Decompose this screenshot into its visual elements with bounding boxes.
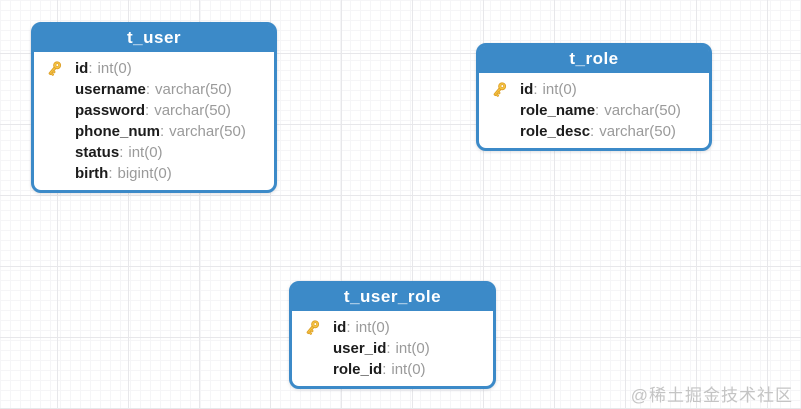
field-name: role_name (520, 102, 596, 119)
field-type: varchar(50) (604, 102, 681, 119)
field-type: int(0) (355, 319, 390, 336)
table-title-t-role[interactable]: t_role (479, 46, 709, 73)
field-type: int(0) (542, 81, 577, 98)
field-name: id (520, 81, 534, 98)
field-name: birth (75, 165, 109, 182)
field-separator: : (382, 361, 387, 378)
watermark-text: @稀土掘金技术社区 (630, 386, 793, 405)
primary-key-icon (300, 318, 333, 337)
table-row: password:varchar(50) (42, 100, 266, 121)
field-separator: : (595, 102, 600, 119)
field-type: varchar(50) (154, 102, 231, 119)
table-row: id:int(0) (487, 79, 701, 100)
field-separator: : (119, 144, 124, 161)
field-name: id (333, 319, 347, 336)
field-type: varchar(50) (169, 123, 246, 140)
table-fields-t-user-role: id:int(0) user_id:int(0) role_id:int(0) (292, 311, 493, 386)
table-row: status:int(0) (42, 142, 266, 163)
field-separator: : (108, 165, 113, 182)
table-fields-t-role: id:int(0) role_name:varchar(50) role_des… (479, 73, 709, 148)
table-title-t-user[interactable]: t_user (34, 25, 274, 52)
field-separator: : (145, 102, 150, 119)
table-row: id:int(0) (42, 58, 266, 79)
field-separator: : (533, 81, 538, 98)
field-name: username (75, 81, 146, 98)
table-row: birth:bigint(0) (42, 163, 266, 184)
field-name: id (75, 60, 89, 77)
table-card-t-role[interactable]: t_role id:int(0) role_name:varchar(50) r… (476, 43, 712, 151)
field-name: status (75, 144, 120, 161)
table-row: username:varchar(50) (42, 79, 266, 100)
table-fields-t-user: id:int(0) username:varchar(50) password:… (34, 52, 274, 190)
field-name: role_id (333, 361, 383, 378)
field-separator: : (88, 60, 93, 77)
table-card-t-user[interactable]: t_user id:int(0) username:varchar(50) pa… (31, 22, 277, 193)
field-name: phone_num (75, 123, 160, 140)
field-separator: : (590, 123, 595, 140)
table-row: phone_num:varchar(50) (42, 121, 266, 142)
field-type: varchar(50) (599, 123, 676, 140)
table-row: role_desc:varchar(50) (487, 121, 701, 142)
table-title-t-user-role[interactable]: t_user_role (292, 284, 493, 311)
table-row: id:int(0) (300, 317, 485, 338)
field-name: user_id (333, 340, 387, 357)
table-row: role_id:int(0) (300, 359, 485, 380)
field-separator: : (386, 340, 391, 357)
field-name: password (75, 102, 146, 119)
field-type: int(0) (395, 340, 430, 357)
primary-key-icon (487, 80, 520, 99)
field-separator: : (160, 123, 165, 140)
field-type: int(0) (128, 144, 163, 161)
field-separator: : (346, 319, 351, 336)
table-card-t-user-role[interactable]: t_user_role id:int(0) user_id:int(0) rol… (289, 281, 496, 389)
field-type: int(0) (391, 361, 426, 378)
field-type: varchar(50) (155, 81, 232, 98)
field-name: role_desc (520, 123, 591, 140)
table-row: user_id:int(0) (300, 338, 485, 359)
field-separator: : (145, 81, 151, 98)
primary-key-icon (42, 59, 75, 78)
field-type: bigint(0) (117, 165, 172, 182)
table-row: role_name:varchar(50) (487, 100, 701, 121)
field-type: int(0) (97, 60, 132, 77)
